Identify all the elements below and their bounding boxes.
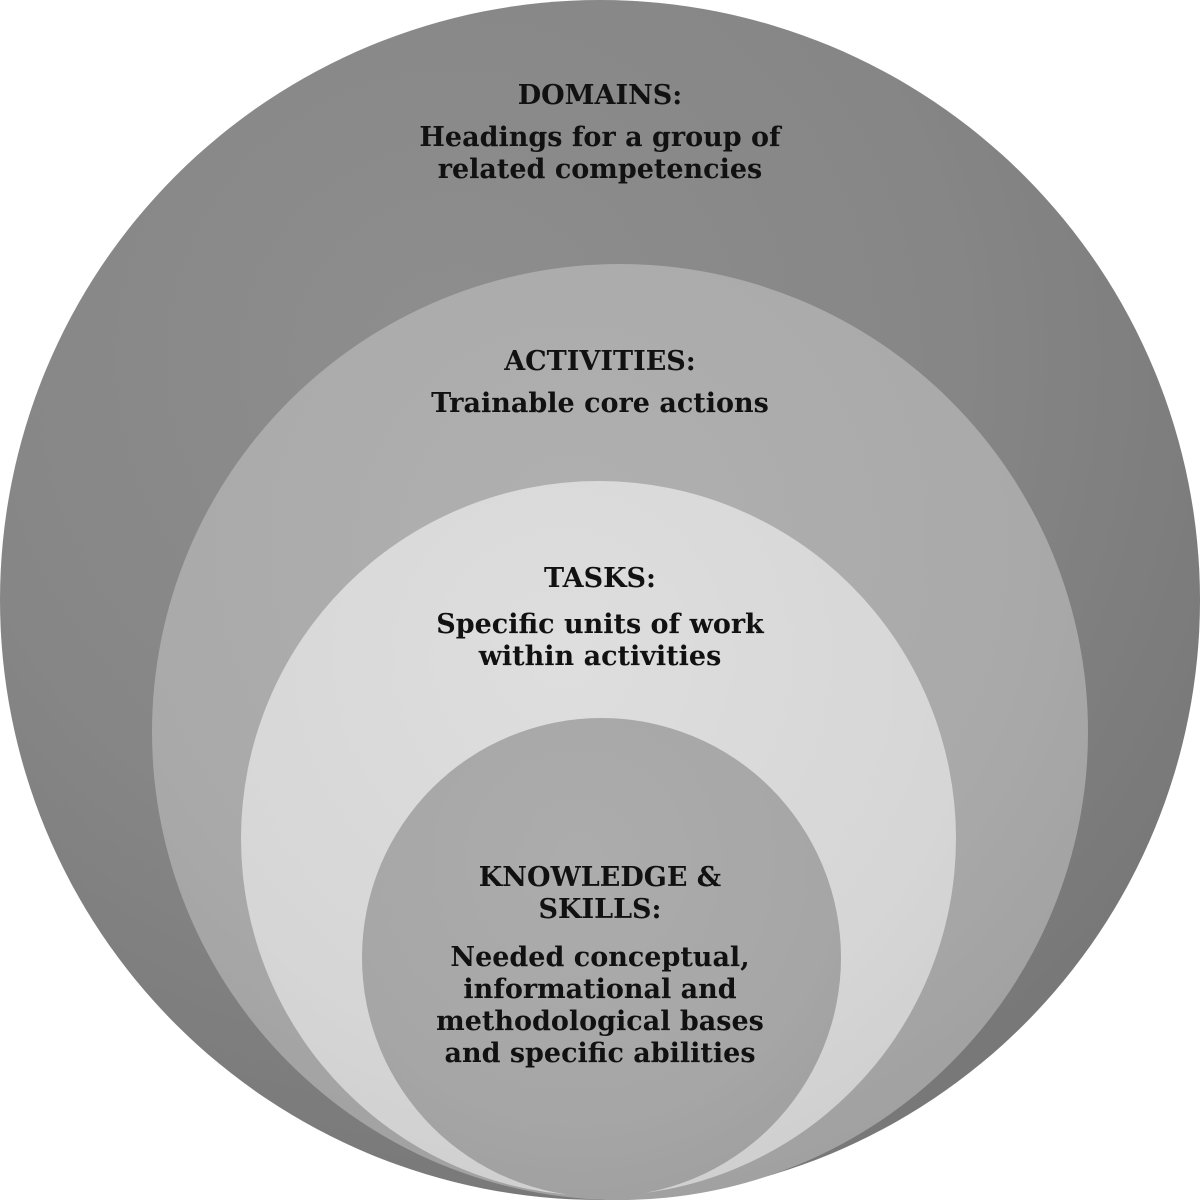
- knowledge-skills-title: KNOWLEDGE & SKILLS:: [478, 862, 722, 925]
- domains-title: DOMAINS:: [517, 80, 683, 111]
- tasks-description: Specific units of work within activities: [436, 609, 764, 672]
- activities-description: Trainable core actions: [431, 388, 769, 419]
- domains-description: Headings for a group of related competen…: [419, 122, 781, 185]
- knowledge-skills-description: Needed conceptual, informational and met…: [436, 942, 764, 1069]
- tasks-title: TASKS:: [544, 563, 656, 594]
- activities-label: ACTIVITIES: Trainable core actions: [400, 346, 800, 420]
- domains-label: DOMAINS: Headings for a group of related…: [400, 80, 800, 186]
- tasks-label: TASKS: Specific units of work within act…: [420, 563, 780, 673]
- knowledge-skills-label: KNOWLEDGE & SKILLS: Needed conceptual, i…: [430, 862, 770, 1070]
- knowledge-skills-circle: [362, 718, 841, 1197]
- activities-title: ACTIVITIES:: [504, 346, 696, 377]
